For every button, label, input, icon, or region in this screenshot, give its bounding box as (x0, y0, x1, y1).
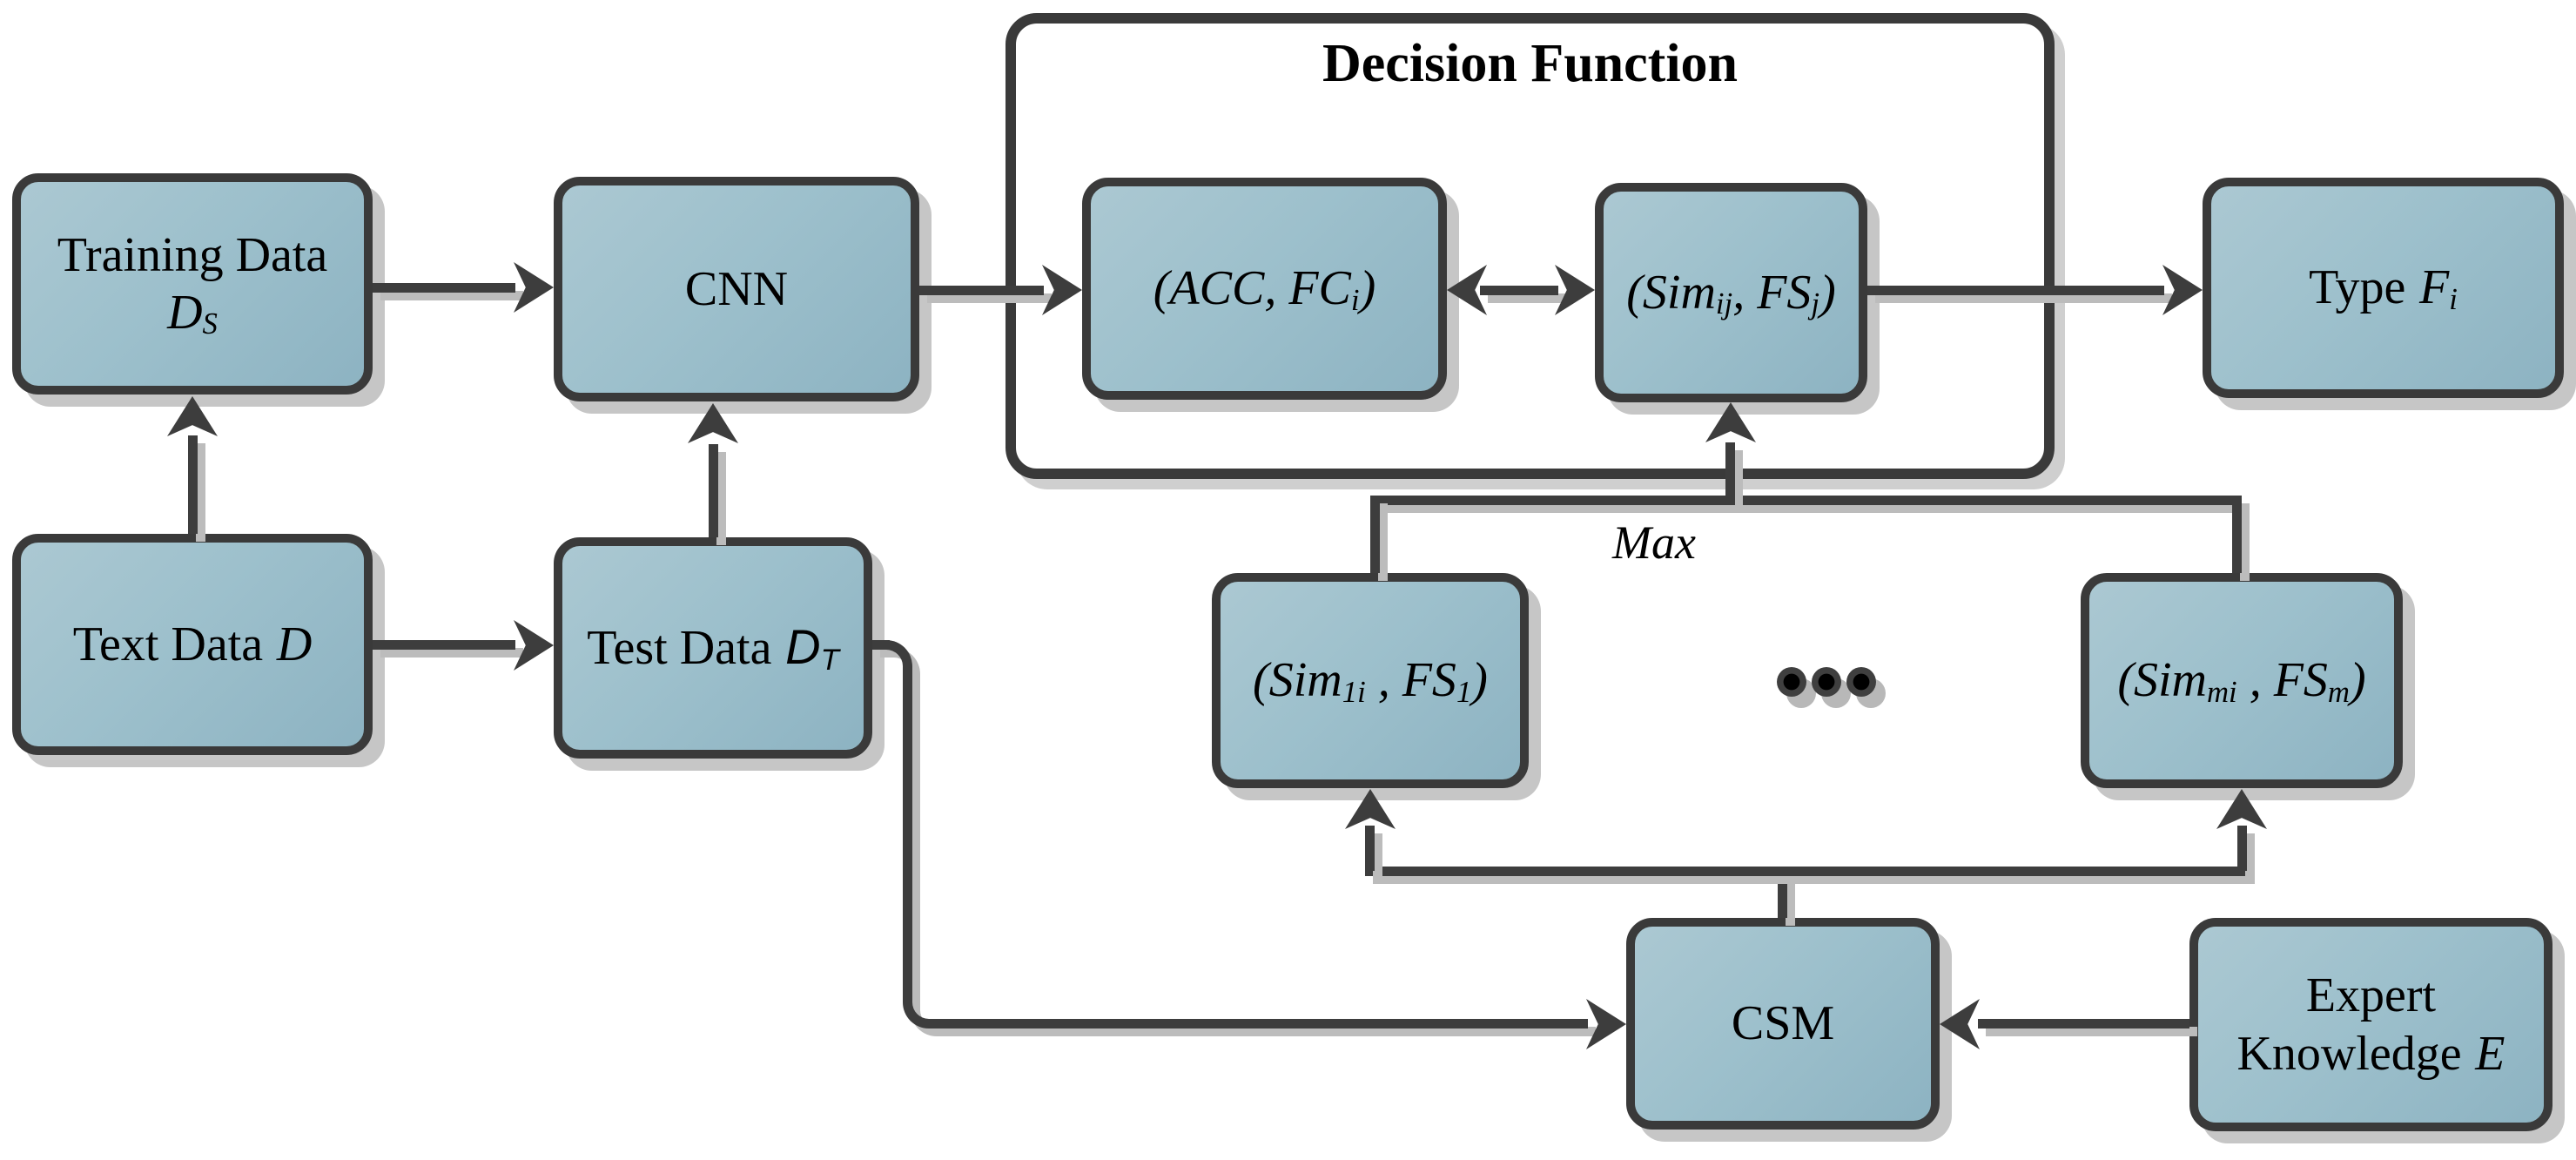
arrow-sim-to-type-head (2162, 265, 2203, 315)
arrow-cnn-to-acc-line (919, 286, 1044, 295)
arrow-csm-to-simmi-head (2216, 789, 2267, 829)
node-training-data-label: Training Data DS (57, 227, 328, 341)
max-bus-left-drop (1370, 496, 1380, 573)
ellipsis-dot-2 (1812, 667, 1841, 697)
node-acc-fc: (ACC, FCi) (1082, 178, 1447, 400)
node-csm-label: CSM (1731, 996, 1835, 1051)
arrow-expert-to-csm-head (1940, 999, 1980, 1049)
max-bus-right-drop (2232, 496, 2242, 573)
node-sim-mi: (Simmi , FSm) (2081, 573, 2403, 788)
test-to-csm-corner-top (883, 640, 912, 679)
arrow-text-to-training-head (167, 396, 218, 436)
test-to-csm-corner-bottom (903, 993, 938, 1028)
csm-split-line (1365, 867, 2247, 876)
node-sim-ij: (Simij, FSj) (1595, 183, 1867, 402)
test-to-csm-exit-line (872, 640, 890, 650)
node-acc-fc-label: (ACC, FCi) (1153, 261, 1376, 317)
decision-function-title: Decision Function (1322, 34, 1739, 93)
test-to-csm-bottom-line (933, 1019, 1588, 1028)
csm-right-branch-line (2237, 826, 2247, 871)
ellipsis-dot-1 (1777, 667, 1806, 697)
node-cnn: CNN (554, 177, 919, 401)
csm-left-branch-line (1365, 826, 1375, 871)
test-to-csm-vertical-line (903, 675, 912, 993)
arrow-training-to-cnn-head (514, 262, 554, 313)
arrow-text-to-test-line (373, 640, 515, 650)
arrow-test-to-cnn-head (688, 403, 738, 443)
arrow-expert-to-csm-line (1978, 1019, 2189, 1028)
ellipsis-dot-3 (1846, 667, 1876, 697)
arrow-max-to-sim-line (1725, 442, 1735, 505)
arrow-csm-to-sim1i-head (1345, 789, 1396, 829)
node-sim-ij-label: (Simij, FSj) (1626, 265, 1836, 321)
node-sim-mi-label: (Simmi , FSm) (2117, 653, 2366, 709)
arrow-text-to-test-head (514, 620, 554, 671)
node-training-data: Training Data DS (12, 173, 373, 395)
arrow-text-to-training-line (188, 435, 198, 534)
node-sim-1i-label: (Sim1i , FS1) (1253, 653, 1488, 709)
csm-riser-line (1778, 867, 1787, 918)
arrow-training-to-cnn-line (373, 283, 515, 293)
arrow-test-to-csm-head (1586, 999, 1626, 1049)
max-label: Max (1612, 516, 1696, 569)
arrow-sim-to-type-line (1867, 286, 2164, 295)
arrow-acc-sim-line (1480, 286, 1558, 295)
node-cnn-label: CNN (684, 261, 789, 316)
node-csm: CSM (1626, 918, 1940, 1130)
node-sim-1i: (Sim1i , FS1) (1212, 573, 1529, 788)
max-bus-line (1370, 496, 2242, 505)
arrow-test-to-cnn-line (709, 444, 718, 537)
